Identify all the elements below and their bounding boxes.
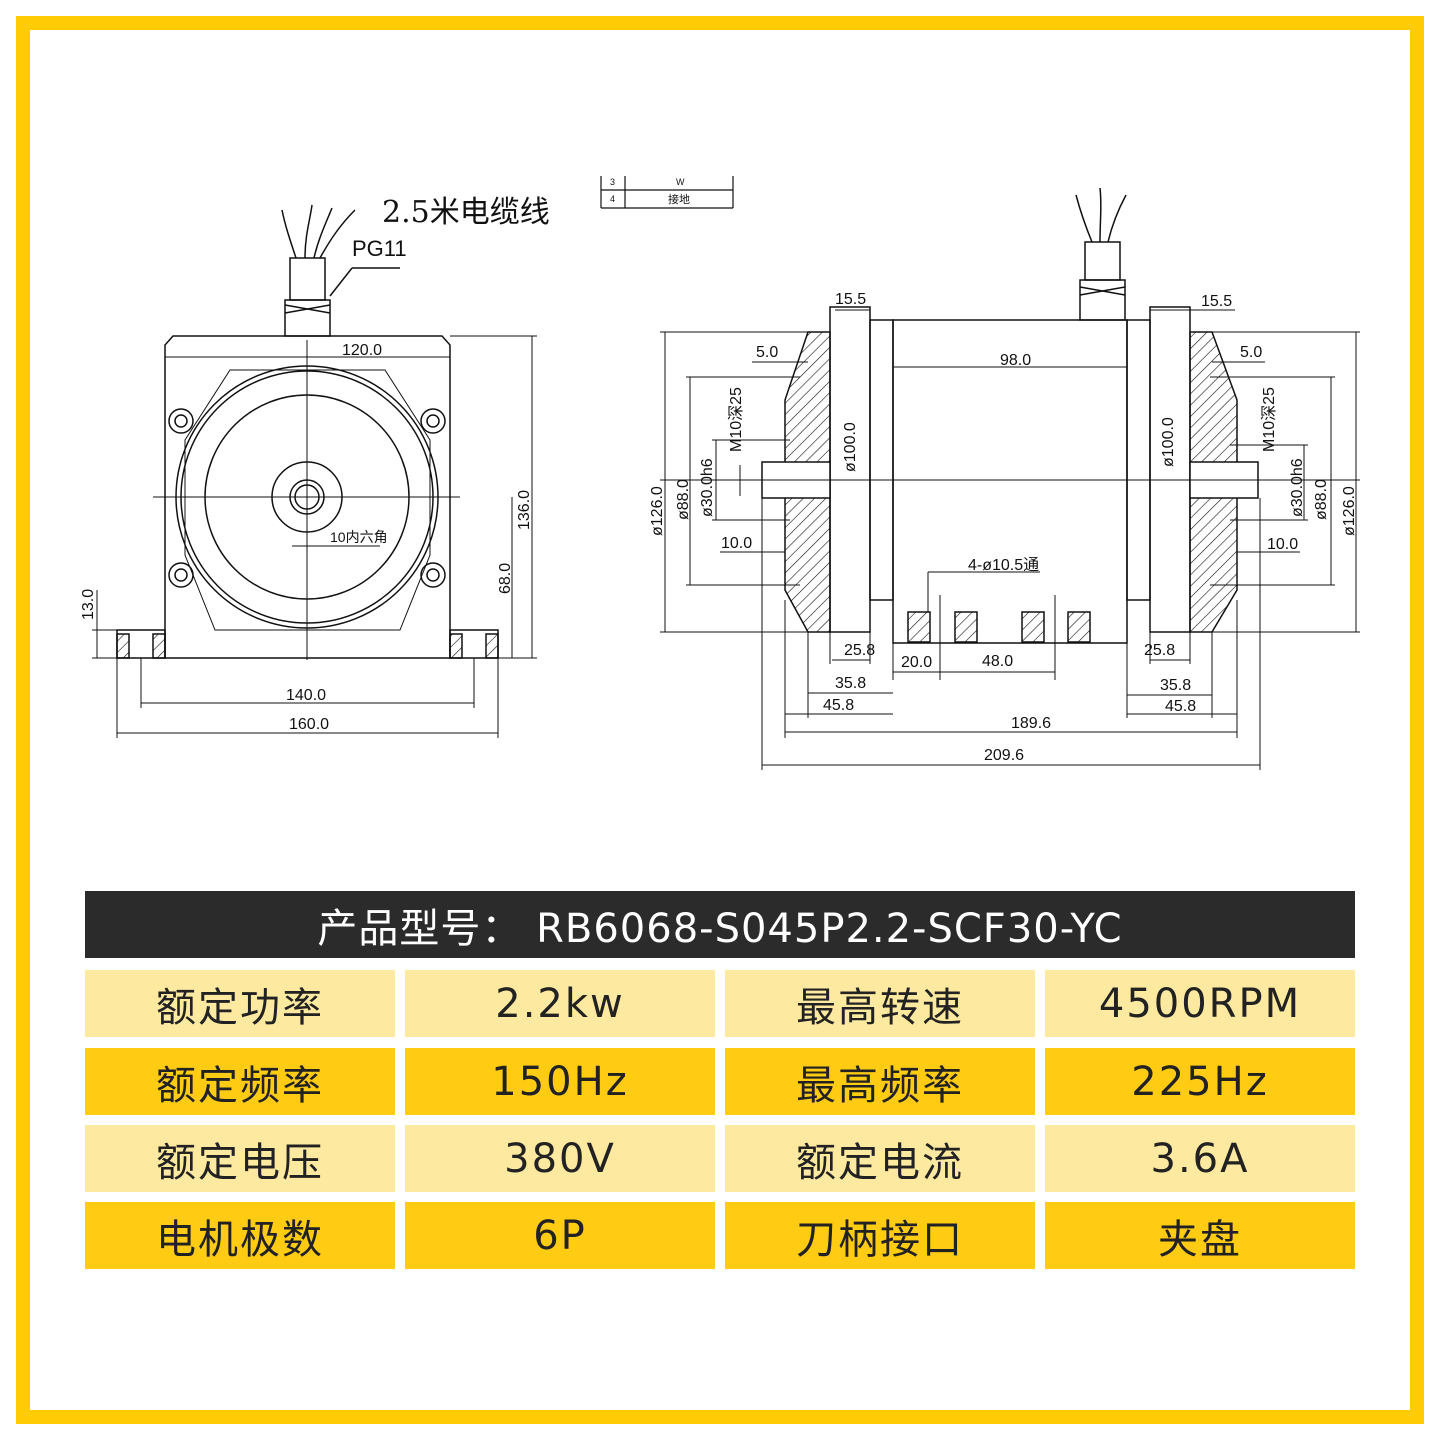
spec-value: 夹盘 bbox=[1045, 1202, 1355, 1269]
spec-value: 3.6A bbox=[1045, 1125, 1355, 1192]
spec-label: 额定频率 bbox=[85, 1048, 395, 1115]
front-dimensions: 120.0 136.0 68.0 13.0 140.0 160.0 bbox=[80, 342, 533, 733]
spec-label: 刀柄接口 bbox=[725, 1202, 1035, 1269]
spec-value: 2.2kw bbox=[405, 970, 715, 1037]
front-view bbox=[92, 204, 537, 738]
dim: ø88.0 bbox=[1313, 479, 1330, 520]
dim: 48.0 bbox=[982, 653, 1013, 670]
yellow-frame bbox=[16, 16, 1424, 1424]
spec-value: 4500RPM bbox=[1045, 970, 1355, 1037]
spec-value: 6P bbox=[405, 1202, 715, 1269]
dim: 25.8 bbox=[1144, 642, 1175, 659]
dim: ø100.0 bbox=[1160, 417, 1177, 467]
dim: 13.0 bbox=[80, 589, 97, 620]
cable-length-label: 2.5米电缆线 bbox=[382, 195, 550, 230]
dim: ø30.0h6 bbox=[1289, 458, 1306, 517]
dim: M10深25 bbox=[727, 387, 745, 452]
wiring-row-label: W bbox=[676, 177, 685, 187]
spec-label: 额定电压 bbox=[85, 1125, 395, 1192]
dim: 45.8 bbox=[1165, 698, 1196, 715]
dim: ø126.0 bbox=[1341, 486, 1358, 536]
wiring-row-num: 3 bbox=[610, 177, 615, 187]
dim: 25.8 bbox=[844, 642, 875, 659]
dim: 160.0 bbox=[289, 716, 329, 733]
dim: ø30.0h6 bbox=[699, 458, 716, 517]
model-header: 产品型号： RB6068-S045P2.2-SCF30-YC bbox=[85, 891, 1355, 958]
spec-label: 额定电流 bbox=[725, 1125, 1035, 1192]
dim: ø126.0 bbox=[649, 486, 666, 536]
spec-value: 380V bbox=[405, 1125, 715, 1192]
side-view bbox=[660, 187, 1360, 770]
dim: 140.0 bbox=[286, 687, 326, 704]
wiring-table bbox=[600, 176, 734, 209]
dim: 120.0 bbox=[342, 342, 382, 359]
dim: ø100.0 bbox=[842, 422, 859, 472]
dim: 68.0 bbox=[497, 563, 514, 594]
spec-label: 额定功率 bbox=[85, 970, 395, 1037]
spec-value: 225Hz bbox=[1045, 1048, 1355, 1115]
spec-label: 电机极数 bbox=[85, 1202, 395, 1269]
dim: 5.0 bbox=[756, 344, 778, 361]
dim: 98.0 bbox=[1000, 352, 1031, 369]
hex-label: 10内六角 bbox=[330, 529, 388, 545]
dim: 189.6 bbox=[1011, 715, 1051, 732]
wiring-row-num: 4 bbox=[610, 194, 615, 204]
dim: 20.0 bbox=[901, 654, 932, 671]
dim: ø88.0 bbox=[675, 479, 692, 520]
wiring-row-label: 接地 bbox=[668, 193, 690, 206]
dim: 15.5 bbox=[835, 291, 866, 308]
dim: 35.8 bbox=[835, 675, 866, 692]
spec-label: 最高转速 bbox=[725, 970, 1035, 1037]
dim: 15.5 bbox=[1201, 293, 1232, 310]
dim: 136.0 bbox=[516, 490, 533, 530]
motor-technical-drawing: 2.5米电缆线 PG11 10内六角 3 W 4 接地 120.0 136.0 … bbox=[80, 176, 1360, 770]
dim: 10.0 bbox=[1267, 536, 1298, 553]
spec-label: 最高频率 bbox=[725, 1048, 1035, 1115]
gland-label: PG11 bbox=[352, 236, 407, 261]
dim: M10深25 bbox=[1260, 387, 1278, 452]
dim: 45.8 bbox=[823, 697, 854, 714]
side-dimensions: 15.5 15.5 5.0 5.0 98.0 ø100.0 ø100.0 M10… bbox=[649, 291, 1358, 764]
dim: 10.0 bbox=[721, 535, 752, 552]
dim: 209.6 bbox=[984, 747, 1024, 764]
dim: 4-ø10.5通 bbox=[968, 556, 1039, 574]
dim: 5.0 bbox=[1240, 344, 1262, 361]
spec-value: 150Hz bbox=[405, 1048, 715, 1115]
dim: 35.8 bbox=[1160, 677, 1191, 694]
